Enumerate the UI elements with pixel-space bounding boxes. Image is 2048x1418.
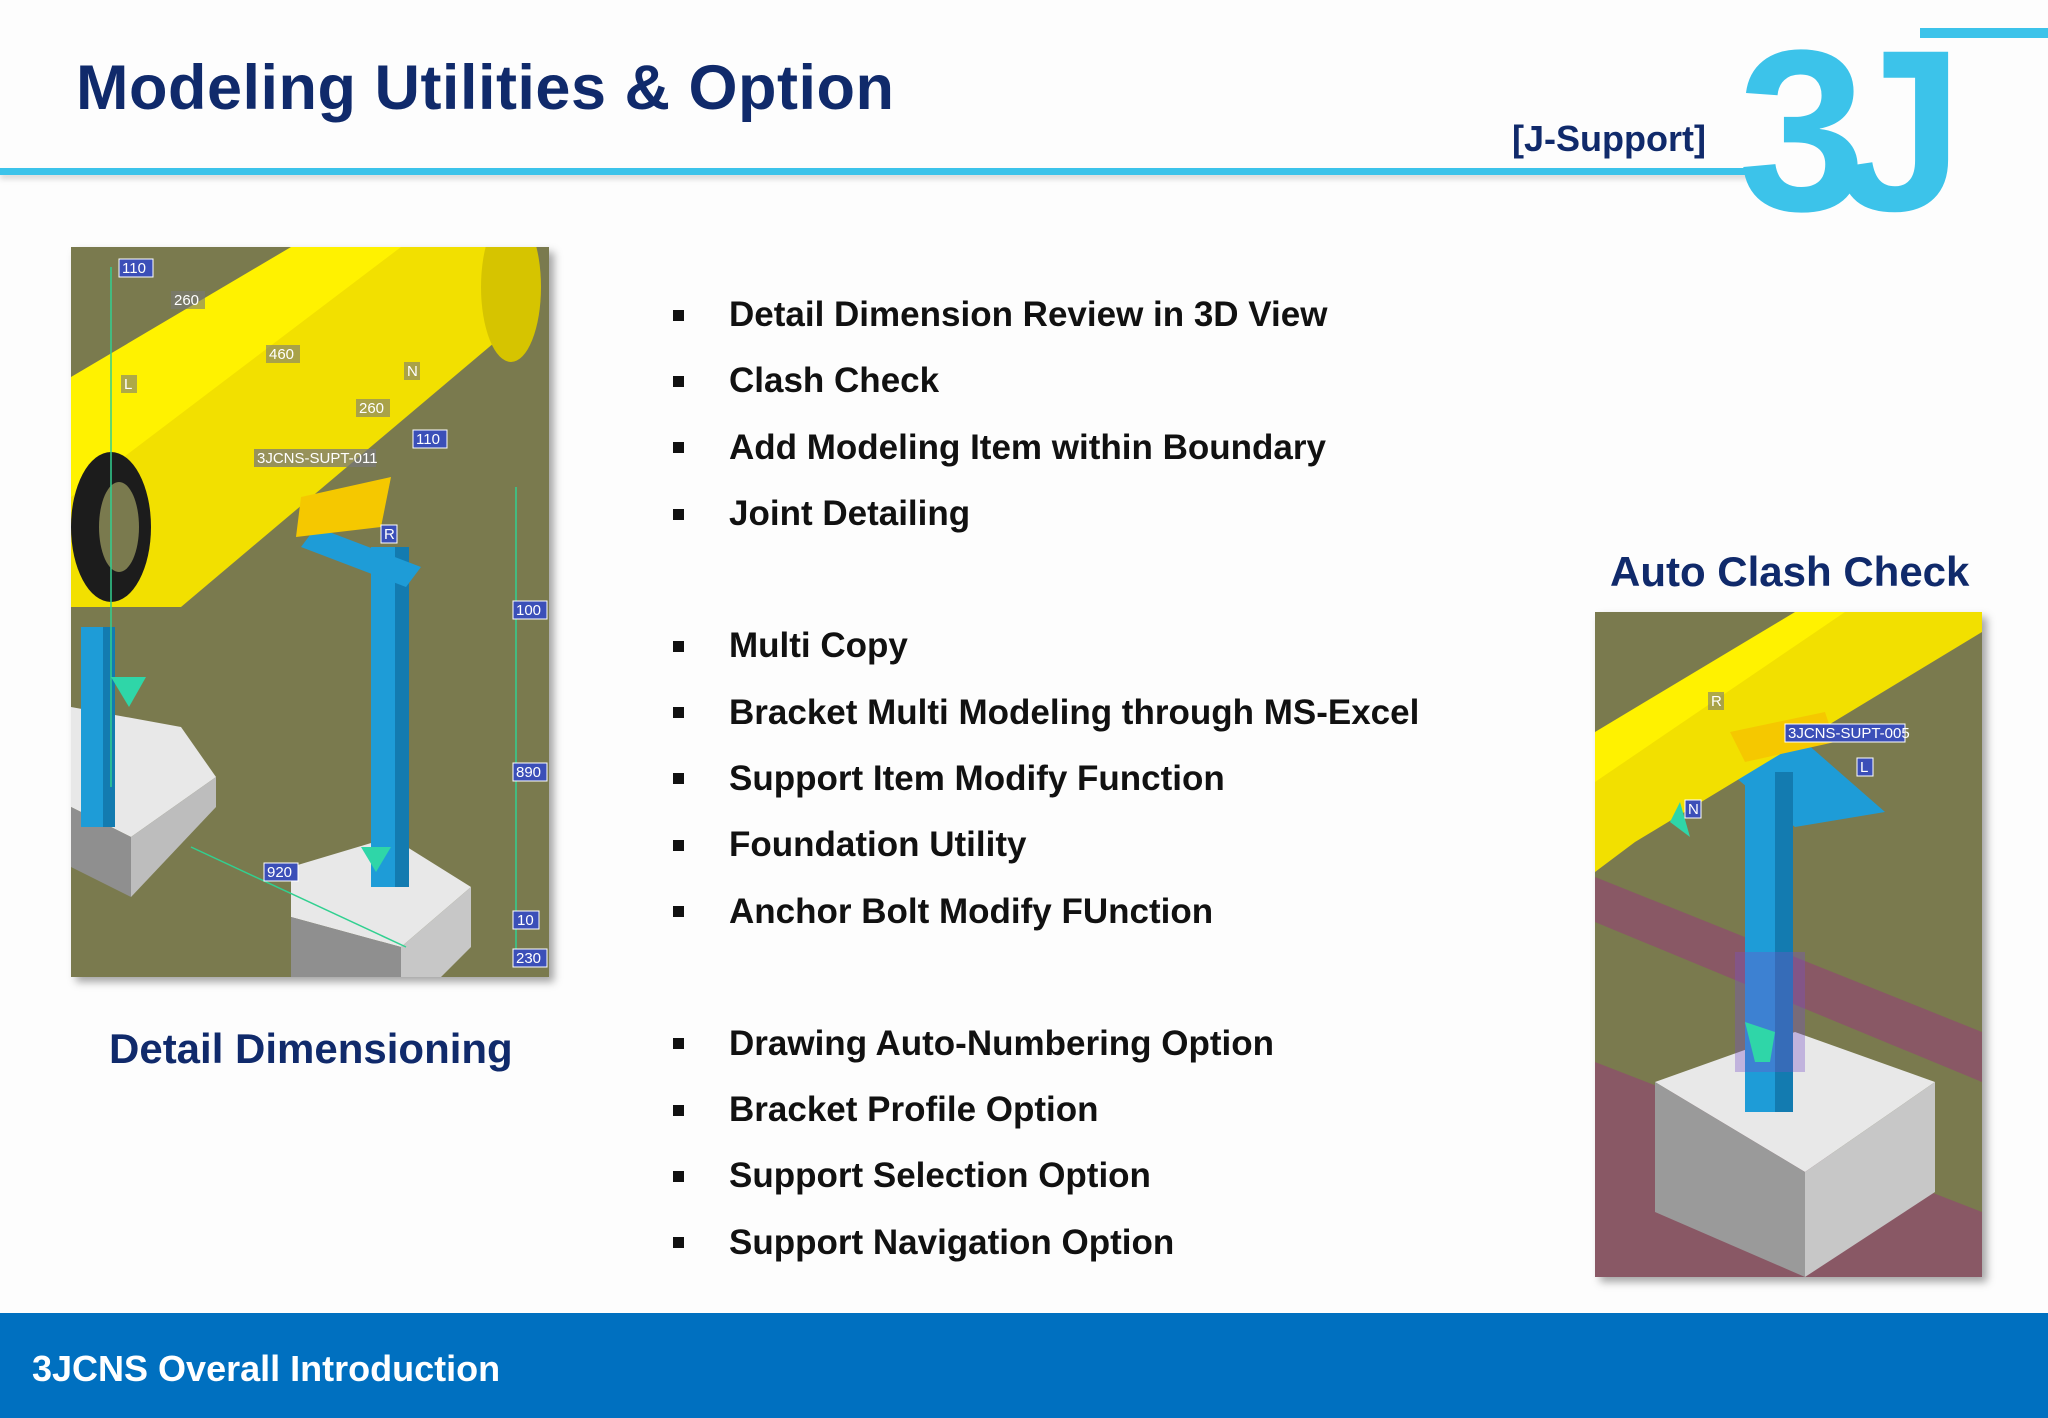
bullet-icon bbox=[673, 839, 684, 851]
bullet-icon bbox=[673, 1104, 684, 1116]
list-item: Anchor Bolt Modify FUnction bbox=[665, 878, 1505, 944]
list-item: Add Modeling Item within Boundary bbox=[665, 415, 1505, 481]
logo-text: 3J bbox=[1738, 20, 1949, 259]
bullet-icon bbox=[673, 309, 684, 321]
dim-label-890: 890 bbox=[516, 764, 541, 781]
list-item: Support Navigation Option bbox=[665, 1210, 1505, 1276]
page-title: Modeling Utilities & Option bbox=[76, 53, 895, 123]
support-id-label: 3JCNS-SUPT-011 bbox=[257, 450, 378, 467]
axis-label-r: R bbox=[384, 526, 395, 543]
list-item: Support Selection Option bbox=[665, 1143, 1505, 1209]
list-item: Foundation Utility bbox=[665, 812, 1505, 878]
bullet-icon bbox=[673, 508, 684, 520]
list-item: Multi Copy bbox=[665, 613, 1505, 679]
axis-label-n: N bbox=[407, 363, 418, 380]
dim-label-100: 100 bbox=[516, 602, 541, 619]
list-item: Support Item Modify Function bbox=[665, 746, 1505, 812]
dim-label-110: 110 bbox=[122, 260, 146, 277]
feature-group-2: Multi Copy Bracket Multi Modeling throug… bbox=[665, 613, 1505, 944]
clash-labels: 3JCNS-SUPT-005 L N R bbox=[1684, 692, 1910, 819]
dim-label-260: 260 bbox=[174, 292, 199, 309]
bullet-icon bbox=[673, 1170, 684, 1182]
page-subtitle: [J-Support] bbox=[1512, 118, 1706, 159]
dimension-labels: 110 260 460 260 110 3JCNS-SUPT-011 100 8… bbox=[118, 258, 548, 968]
bullet-icon bbox=[673, 773, 684, 785]
bullet-icon bbox=[673, 442, 684, 454]
logo-swoosh bbox=[1920, 28, 2048, 38]
bullet-icon bbox=[673, 1237, 684, 1249]
company-logo: 3J bbox=[1738, 20, 2048, 259]
bullet-icon bbox=[673, 640, 684, 652]
axis-label-n: N bbox=[1688, 801, 1699, 818]
list-item: Joint Detailing bbox=[665, 481, 1505, 547]
dim-label-10: 10 bbox=[517, 912, 534, 929]
axis-label-r: R bbox=[1711, 693, 1722, 710]
axis-label-l: L bbox=[124, 376, 132, 393]
bullet-icon bbox=[673, 1038, 684, 1050]
footer-bar: 3JCNS Overall Introduction bbox=[0, 1313, 2048, 1418]
list-item: Clash Check bbox=[665, 348, 1505, 414]
dim-label-460: 460 bbox=[269, 346, 294, 363]
auto-clash-check-caption: Auto Clash Check bbox=[1610, 548, 1970, 595]
list-item: Bracket Multi Modeling through MS-Excel bbox=[665, 679, 1505, 745]
feature-list: Detail Dimension Review in 3D View Clash… bbox=[665, 282, 1505, 1276]
bullet-icon bbox=[673, 906, 684, 918]
header-rule bbox=[0, 168, 1760, 175]
feature-group-3: Drawing Auto-Numbering Option Bracket Pr… bbox=[665, 1011, 1505, 1276]
feature-group-1: Detail Dimension Review in 3D View Clash… bbox=[665, 282, 1505, 547]
detail-dimensioning-caption: Detail Dimensioning bbox=[109, 1025, 513, 1072]
detail-dimensioning-image: 110 260 460 260 110 3JCNS-SUPT-011 100 8… bbox=[71, 247, 549, 977]
list-item: Bracket Profile Option bbox=[665, 1077, 1505, 1143]
bullet-icon bbox=[673, 707, 684, 719]
dim-label-230: 230 bbox=[516, 950, 541, 967]
axis-label-l: L bbox=[1860, 759, 1868, 776]
support-id-label: 3JCNS-SUPT-005 bbox=[1788, 725, 1910, 742]
list-item: Detail Dimension Review in 3D View bbox=[665, 282, 1505, 348]
footer-text: 3JCNS Overall Introduction bbox=[32, 1348, 501, 1389]
dim-label-920: 920 bbox=[267, 864, 292, 881]
list-item: Drawing Auto-Numbering Option bbox=[665, 1011, 1505, 1077]
dim-label-260b: 260 bbox=[359, 400, 384, 417]
dim-label-110b: 110 bbox=[416, 431, 440, 448]
bullet-icon bbox=[673, 375, 684, 387]
auto-clash-check-image: 3JCNS-SUPT-005 L N R bbox=[1595, 612, 1982, 1277]
